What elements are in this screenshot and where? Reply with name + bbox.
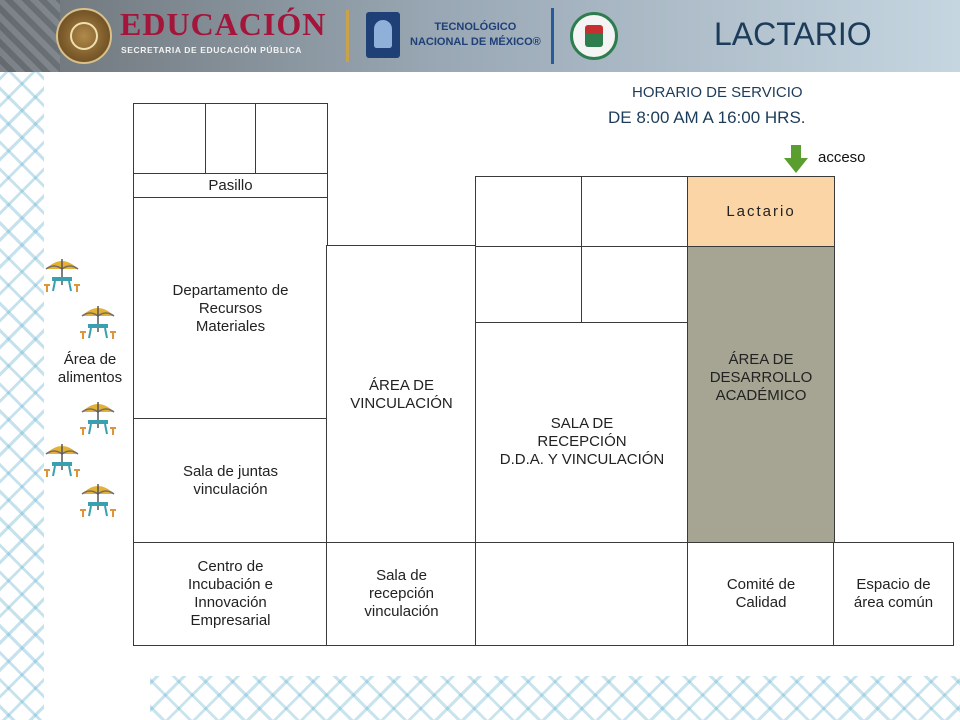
food-area-label: Área de alimentos [57,351,123,386]
picnic-table-umbrella-icon [80,306,116,339]
header-banner: EDUCACIÓN SECRETARIA DE EDUCACIÓN PÚBLIC… [0,0,960,72]
room-cell [581,246,689,324]
room-cell [255,103,328,175]
header-divider [551,8,554,64]
national-seal-icon [56,8,112,64]
room-cell [205,103,257,175]
schedule-label: HORARIO DE SERVICIO [632,84,803,101]
room-cell [475,542,689,646]
room-cell [581,176,689,248]
room-sala-juntas: Sala de juntas vinculación [133,418,328,544]
header-pattern [0,0,60,72]
room-incubacion: Centro de Incubación e Innovación Empres… [133,542,328,646]
tecnm-logo-icon [366,12,400,58]
agency-title: EDUCACIÓN [120,6,327,42]
room-comite-calidad: Comité de Calidad [687,542,835,646]
room-vinculacion: ÁREA DE VINCULACIÓN [326,245,477,544]
access-label: acceso [818,149,866,166]
header-divider [346,10,349,62]
room-sala-recepcion-vinculacion: Sala de recepción vinculación [326,542,477,646]
tecnm-name: TECNOLÓGICO NACIONAL DE MÉXICO® [410,21,541,48]
picnic-table-umbrella-icon [44,444,80,477]
agency-subtitle: SECRETARIA DE EDUCACIÓN PÚBLICA [121,45,303,55]
page-title: LACTARIO [714,16,872,52]
room-cell [475,246,583,324]
room-pasillo: Pasillo [133,173,328,199]
room-cell [475,176,583,248]
picnic-table-umbrella-icon [44,259,80,292]
institute-logo-icon [570,12,618,60]
schedule-hours: DE 8:00 AM A 16:00 HRS. [608,108,806,127]
down-arrow-icon [784,145,808,173]
picnic-table-umbrella-icon [80,484,116,517]
room-recursos-materiales: Departamento de Recursos Materiales [133,197,328,420]
room-espacio-comun: Espacio de área común [833,542,954,646]
room-sala-recepcion-dda: SALA DE RECEPCIÓN D.D.A. Y VINCULACIÓN [475,322,689,544]
left-decorative-border [0,72,44,720]
room-lactario: Lactario [687,176,835,248]
picnic-table-umbrella-icon [80,402,116,435]
bottom-decorative-border [150,676,960,720]
room-cell [133,103,207,175]
room-desarrollo-academico: ÁREA DE DESARROLLO ACADÉMICO [687,246,835,544]
